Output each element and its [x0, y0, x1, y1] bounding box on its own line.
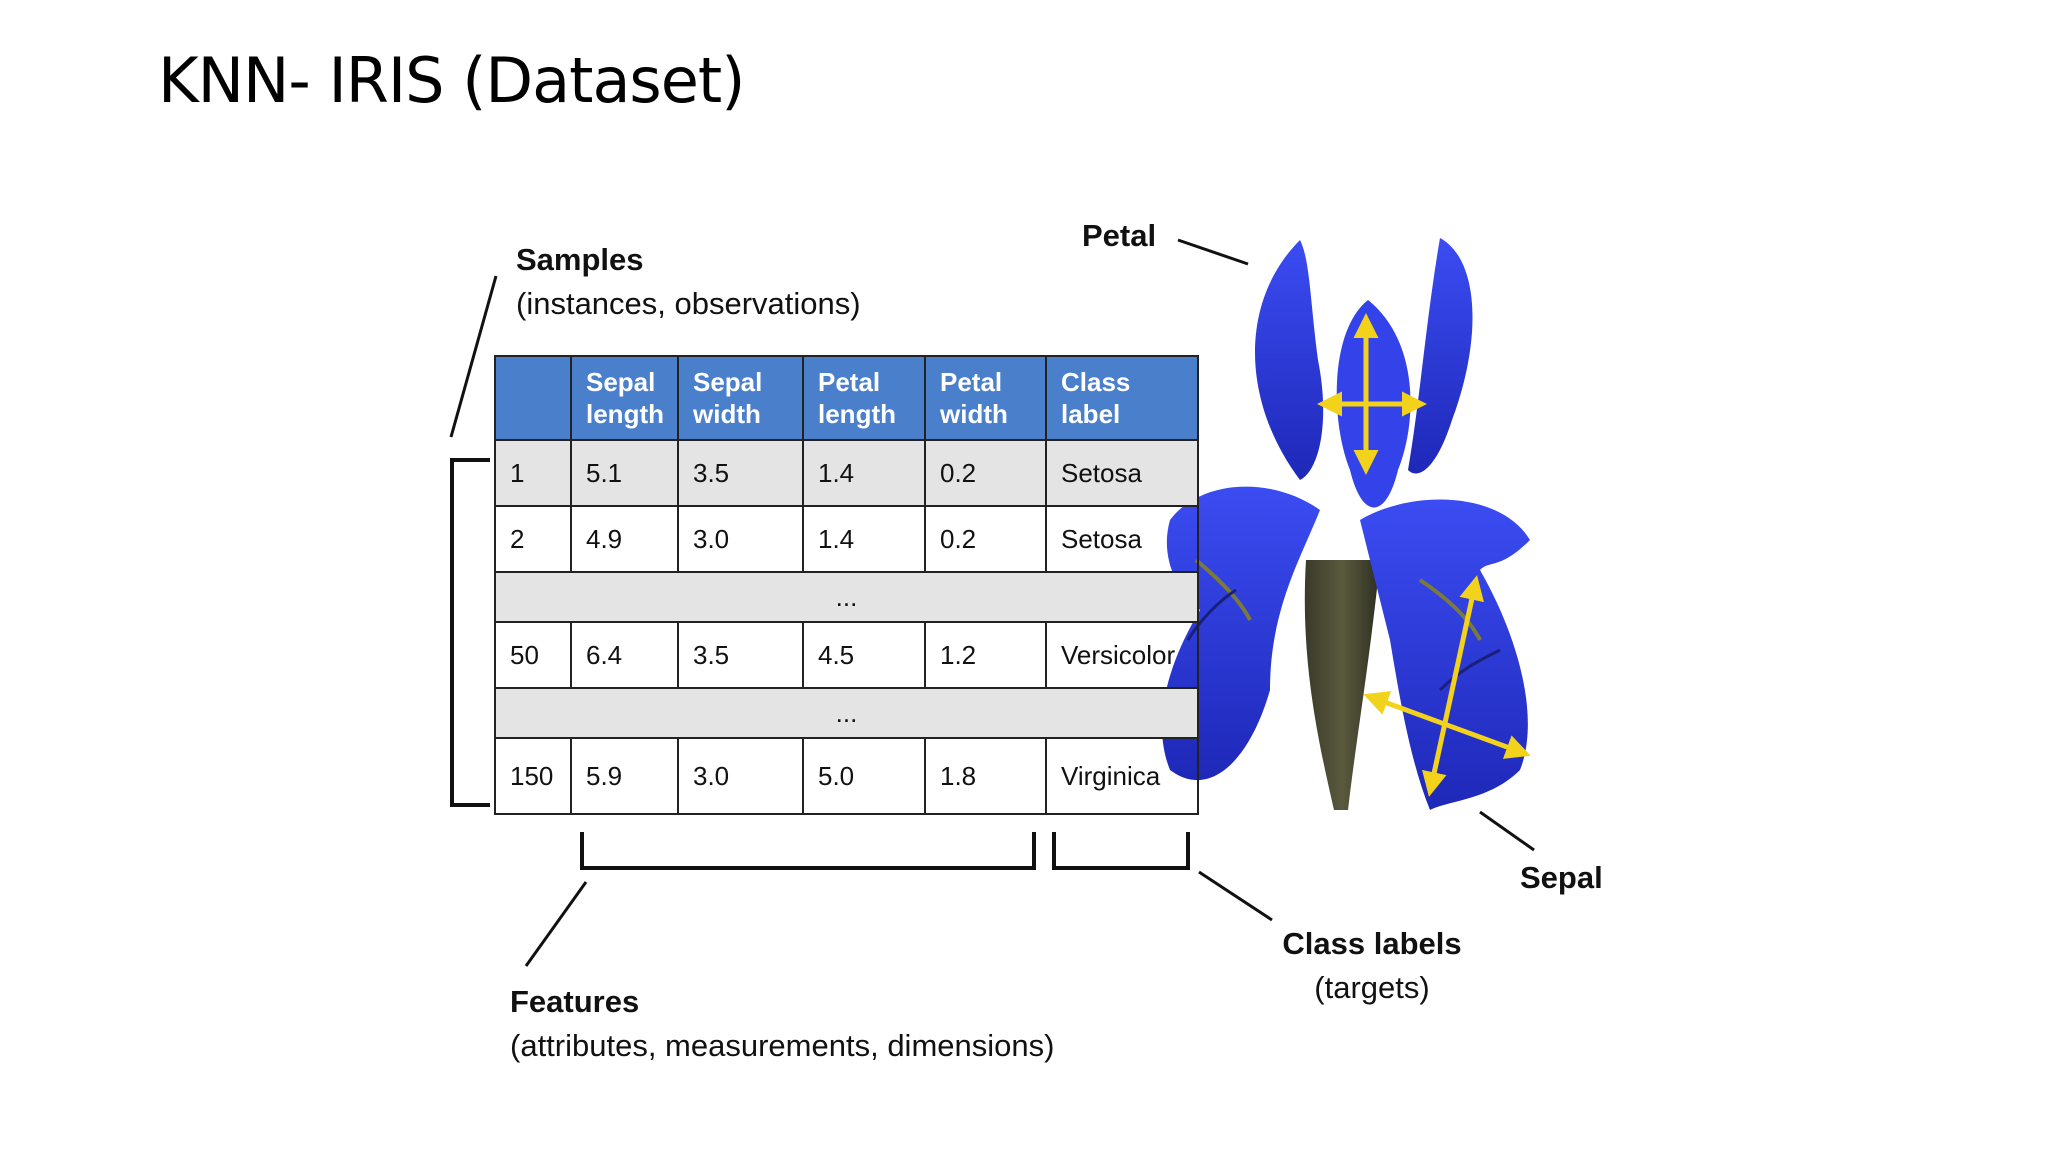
table-cell: 6.4 [570, 621, 679, 689]
samples-label: Samples (instances, observations) [516, 238, 861, 326]
features-label: Features (attributes, measurements, dime… [510, 980, 1054, 1068]
features-heading: Features [510, 984, 640, 1019]
class-labels-label: Class labels (targets) [1282, 922, 1462, 1010]
iris-flower-icon [1161, 238, 1531, 810]
class-labels-bracket [1052, 832, 1190, 870]
table-cell: 0.2 [924, 505, 1047, 573]
table-cell: Versicolor [1045, 621, 1199, 689]
samples-connector-line [449, 275, 498, 438]
header-cell-index [494, 355, 572, 441]
table-cell: Virginica [1045, 737, 1199, 815]
table-cell: 5.0 [802, 737, 926, 815]
table-cell: 4.5 [802, 621, 926, 689]
table-cell: Setosa [1045, 439, 1199, 507]
table-row: 50 6.4 3.5 4.5 1.2 Versicolor [494, 621, 1199, 689]
samples-subheading: (instances, observations) [516, 286, 861, 321]
sepal-connector-line [1479, 810, 1535, 852]
table-cell: 150 [494, 737, 572, 815]
samples-heading: Samples [516, 242, 644, 277]
table-cell: 4.9 [570, 505, 679, 573]
features-subheading: (attributes, measurements, dimensions) [510, 1028, 1055, 1063]
table-cell: 5.9 [570, 737, 679, 815]
features-bracket [580, 832, 1036, 870]
table-cell: 1.2 [924, 621, 1047, 689]
class-labels-heading: Class labels [1282, 926, 1462, 961]
sepal-label: Sepal [1520, 860, 1603, 895]
table-cell: 3.0 [677, 737, 804, 815]
petal-label: Petal [1082, 218, 1157, 253]
class-labels-subheading: (targets) [1314, 970, 1430, 1005]
table-cell: 2 [494, 505, 572, 573]
table-cell: 3.5 [677, 621, 804, 689]
table-cell: Setosa [1045, 505, 1199, 573]
slide-title: KNN- IRIS (Dataset) [158, 44, 745, 117]
table-cell: 50 [494, 621, 572, 689]
ellipsis-cell: ... [494, 571, 1199, 623]
table-row: 1 5.1 3.5 1.4 0.2 Setosa [494, 439, 1199, 507]
table-cell: 1.4 [802, 439, 926, 507]
table-ellipsis-row: ... [494, 571, 1199, 623]
table-cell: 1.8 [924, 737, 1047, 815]
table-cell: 1 [494, 439, 572, 507]
table-row: 150 5.9 3.0 5.0 1.8 Virginica [494, 737, 1199, 815]
samples-bracket [450, 458, 490, 807]
ellipsis-cell: ... [494, 687, 1199, 739]
table-cell: 3.5 [677, 439, 804, 507]
features-connector-line [524, 881, 588, 967]
table-ellipsis-row: ... [494, 687, 1199, 739]
table-cell: 1.4 [802, 505, 926, 573]
table-cell: 0.2 [924, 439, 1047, 507]
table-row: 2 4.9 3.0 1.4 0.2 Setosa [494, 505, 1199, 573]
class-labels-connector-line [1198, 870, 1273, 922]
table-cell: 3.0 [677, 505, 804, 573]
table-cell: 5.1 [570, 439, 679, 507]
petal-connector-line [1177, 238, 1249, 266]
